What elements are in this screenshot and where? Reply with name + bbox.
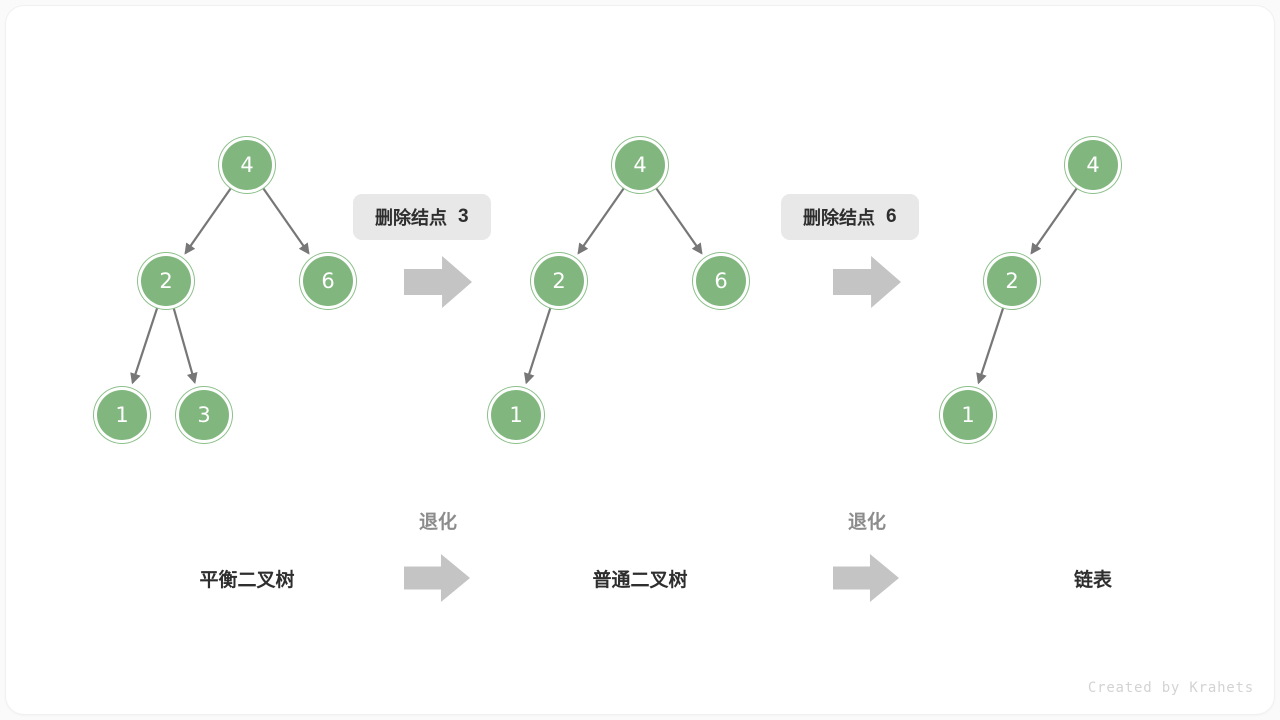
- stage-caption-balanced-binary-tree: 平衡二叉树: [199, 570, 295, 591]
- transition-arrow-icon-delete-node-6: [833, 256, 901, 308]
- tree-node-2: 2: [141, 256, 191, 306]
- tree-node-4: 4: [615, 140, 665, 190]
- tree-node-4: 4: [1068, 140, 1118, 190]
- stage-caption-ordinary-binary-tree: 普通二叉树: [592, 570, 688, 591]
- tree-edge: [184, 187, 232, 255]
- tree-edge: [655, 187, 703, 255]
- operation-chip-value: 3: [458, 206, 469, 227]
- tree-node-2: 2: [534, 256, 584, 306]
- tree-node-6: 6: [303, 256, 353, 306]
- tree-node-6: 6: [696, 256, 746, 306]
- tree-edge: [130, 307, 159, 385]
- operation-chip-label: 删除结点: [803, 208, 875, 228]
- tree-node-1: 1: [97, 390, 147, 440]
- tree-edges: [130, 187, 1078, 385]
- operation-chip-delete-node-6: 删除结点 6: [781, 194, 919, 240]
- watermark-credit: Created by Krahets: [1087, 680, 1254, 696]
- degeneration-label-delete-node-6: 退化: [847, 512, 887, 533]
- tree-edge: [577, 187, 625, 255]
- tree-edge: [523, 307, 552, 385]
- degeneration-arrow-icon-delete-node-3: [404, 554, 470, 602]
- tree-node-3: 3: [179, 390, 229, 440]
- operation-chip-delete-node-3: 删除结点 3: [353, 194, 491, 240]
- tree-node-1: 1: [943, 390, 993, 440]
- figure-card: [6, 6, 1274, 714]
- operation-chip-value: 6: [886, 206, 897, 227]
- tree-edge: [976, 307, 1005, 385]
- tree-node-1: 1: [491, 390, 541, 440]
- transition-arrow-icon-delete-node-3: [404, 256, 472, 308]
- degeneration-label-delete-node-3: 退化: [418, 512, 458, 533]
- operation-chip-label: 删除结点: [375, 208, 447, 228]
- tree-edge: [262, 187, 310, 255]
- tree-node-4: 4: [222, 140, 272, 190]
- tree-edge: [1030, 187, 1078, 255]
- stage-caption-linked-list: 链表: [1073, 570, 1113, 591]
- degeneration-arrow-icon-delete-node-6: [833, 554, 899, 602]
- tree-node-2: 2: [987, 256, 1037, 306]
- tree-edge: [172, 307, 198, 384]
